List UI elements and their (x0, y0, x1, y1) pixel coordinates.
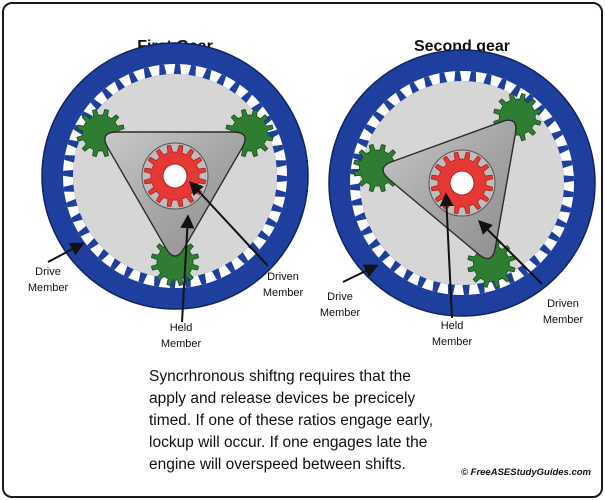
first-gear-diagram: First Gear Drive Member Held Member Driv… (28, 38, 309, 350)
held-member-label-line2: Member (432, 336, 473, 348)
caption-line: lockup will occur. If one engages late t… (149, 434, 428, 451)
first-gear-callouts: Drive Member Held Member Driven Member (28, 180, 304, 350)
drive-member-arrow (342, 264, 379, 283)
second-gear-planetary-set (328, 49, 596, 317)
held-member-label-line1: Held (170, 322, 193, 334)
drive-member-label-line1: Drive (327, 291, 353, 303)
held-member-arrow (439, 192, 454, 319)
driven-member-label-line1: Driven (267, 271, 299, 283)
caption-line: timed. If one of these ratios engage ear… (149, 412, 434, 429)
second-gear-callouts: Drive Member Held Member Driven Member (320, 192, 584, 348)
driven-member-arrow (189, 180, 269, 267)
second-gear-diagram: Second gear Drive Member Held Member Dri… (320, 38, 596, 348)
sun-gear-hub (162, 163, 188, 189)
held-member-label-line1: Held (441, 320, 464, 332)
caption-line: apply and release devices be precicely (149, 390, 416, 407)
copyright-credit: © FreeASEStudyGuides.com (461, 467, 592, 478)
sun-gear-hub (449, 170, 475, 196)
caption-line: engine will overspeed between shifts. (149, 456, 406, 473)
driven-member-arrow (478, 220, 543, 285)
first-gear-planetary-set (41, 42, 309, 310)
held-member-arrow (180, 214, 195, 323)
driven-member-label-line1: Driven (547, 298, 579, 310)
caption-line: Syncrhronous shiftng requires that the (149, 368, 411, 385)
second-gear-title: Second gear (414, 38, 510, 55)
caption: Syncrhronous shiftng requires that the a… (149, 366, 469, 476)
drive-member-arrow (47, 242, 85, 263)
drive-member-label-line1: Drive (35, 266, 61, 278)
drive-member-label-line2: Member (28, 282, 69, 294)
driven-member-label-line2: Member (543, 314, 584, 326)
driven-member-label-line2: Member (263, 287, 304, 299)
held-member-label-line2: Member (161, 338, 202, 350)
drive-member-label-line2: Member (320, 307, 361, 319)
